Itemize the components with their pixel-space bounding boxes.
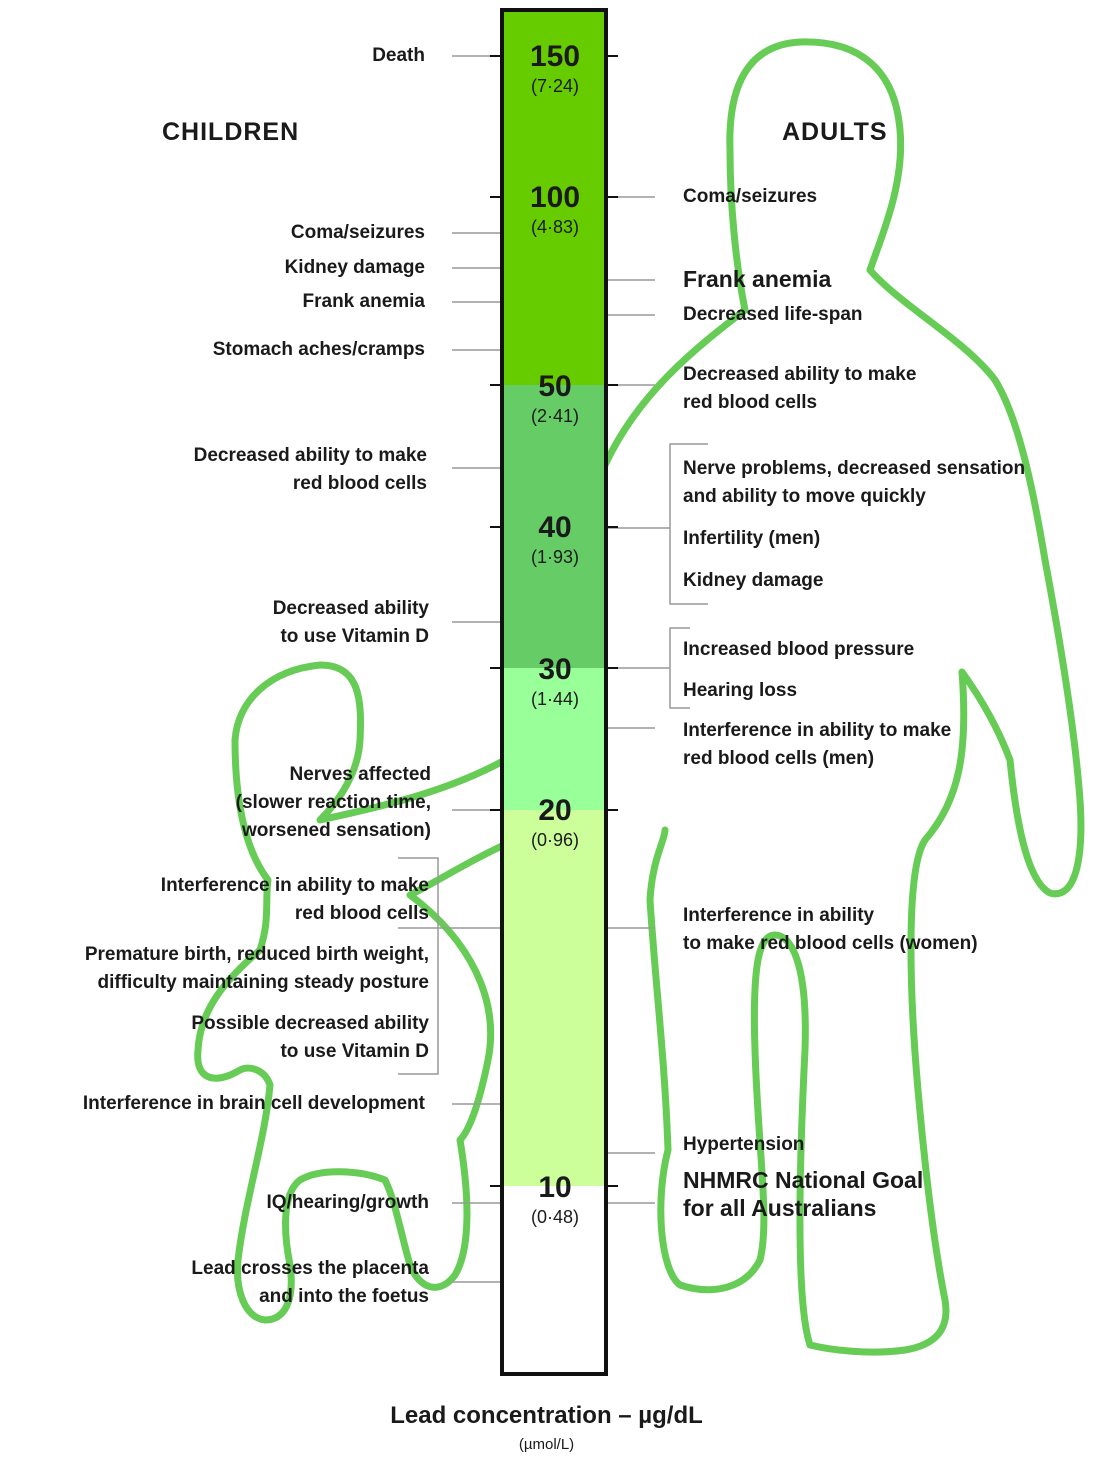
child-effect-kidney-damage: Kidney damage [284, 257, 425, 278]
tick-10-umol: (0·48) [530, 1207, 579, 1227]
adult-effect-rbc-women: Interference in ability to make red bloo… [683, 905, 978, 954]
child-effect-placenta: Lead crosses the placenta and into the f… [191, 1258, 429, 1307]
tick-30-label: 30 [538, 653, 572, 686]
tick-100-umol: (4·83) [530, 217, 579, 237]
child-effect-nerves-affected: Nerves affected (slower reaction time, w… [235, 764, 431, 841]
tick-10-label: 10 [538, 1171, 572, 1204]
children-heading: CHILDREN [162, 118, 300, 146]
child-effect-possible-vitamin-d: Possible decreased ability to use Vitami… [191, 1013, 429, 1062]
adult-effect-rbc-men: Interference in ability to make red bloo… [683, 720, 952, 769]
tick-150-umol: (7·24) [530, 76, 579, 96]
child-effect-stomach-aches: Stomach aches/cramps [212, 339, 425, 360]
child-effect-brain-development: Interference in brain cell development [82, 1093, 425, 1114]
child-effect-red-blood-cells: Decreased ability to make red blood cell… [193, 445, 427, 494]
tick-30-umol: (1·44) [530, 689, 579, 709]
adult-effect-coma-seizures: Coma/seizures [683, 186, 818, 207]
band-30-50 [502, 385, 606, 668]
tick-40-label: 40 [538, 511, 572, 544]
band-20-30 [502, 668, 606, 810]
scale-bar-border [500, 8, 608, 1376]
adult-effect-hearing-loss: Hearing loss [683, 680, 798, 701]
child-body-outline [194, 661, 519, 1324]
axis-title: Lead concentration – µg/dL [390, 1402, 703, 1429]
tick-150-label: 150 [529, 40, 581, 73]
concentration-scale-bar [490, 8, 618, 1376]
child-effect-death: Death [372, 45, 425, 66]
adult-effect-blood-pressure: Increased blood pressure [683, 639, 915, 660]
child-effect-interference-rbc: Interference in ability to make red bloo… [160, 875, 429, 924]
child-effect-frank-anemia: Frank anemia [302, 291, 426, 312]
adult-effect-hypertension: Hypertension [683, 1134, 805, 1155]
tick-20-umol: (0·96) [530, 830, 579, 850]
child-effect-vitamin-d: Decreased ability to use Vitamin D [272, 598, 429, 647]
adult-effect-nhmrc-goal: NHMRC National Goal for all Australians [683, 1167, 924, 1221]
adult-effect-kidney-damage: Kidney damage [683, 570, 824, 591]
tick-40-umol: (1·93) [530, 547, 579, 567]
band-50-150 [502, 10, 606, 385]
child-effect-coma-seizures: Coma/seizures [290, 222, 425, 243]
tick-50-label: 50 [538, 370, 572, 403]
tick-marks [490, 55, 618, 1187]
adult-effect-infertility: Infertility (men) [683, 528, 821, 549]
band-10-20 [502, 810, 606, 1186]
tick-50-umol: (2·41) [530, 406, 579, 426]
axis-subtitle: (µmol/L) [518, 1436, 575, 1453]
tick-100-label: 100 [529, 181, 581, 214]
child-effect-iq-hearing-growth: IQ/hearing/growth [266, 1192, 429, 1213]
adult-effect-life-span: Decreased life-span [683, 304, 863, 325]
adult-effect-frank-anemia: Frank anemia [683, 266, 832, 292]
leader-lines [398, 55, 708, 1283]
adult-effect-red-blood-cells: Decreased ability to make red blood cell… [683, 364, 917, 413]
tick-20-label: 20 [538, 794, 572, 827]
adult-effect-nerve-problems: Nerve problems, decreased sensation and … [683, 458, 1026, 507]
adult-body-outline [601, 38, 1085, 1356]
band-0-10 [502, 1186, 606, 1374]
child-effect-premature-birth: Premature birth, reduced birth weight, d… [84, 944, 429, 993]
adults-heading: ADULTS [782, 118, 888, 146]
